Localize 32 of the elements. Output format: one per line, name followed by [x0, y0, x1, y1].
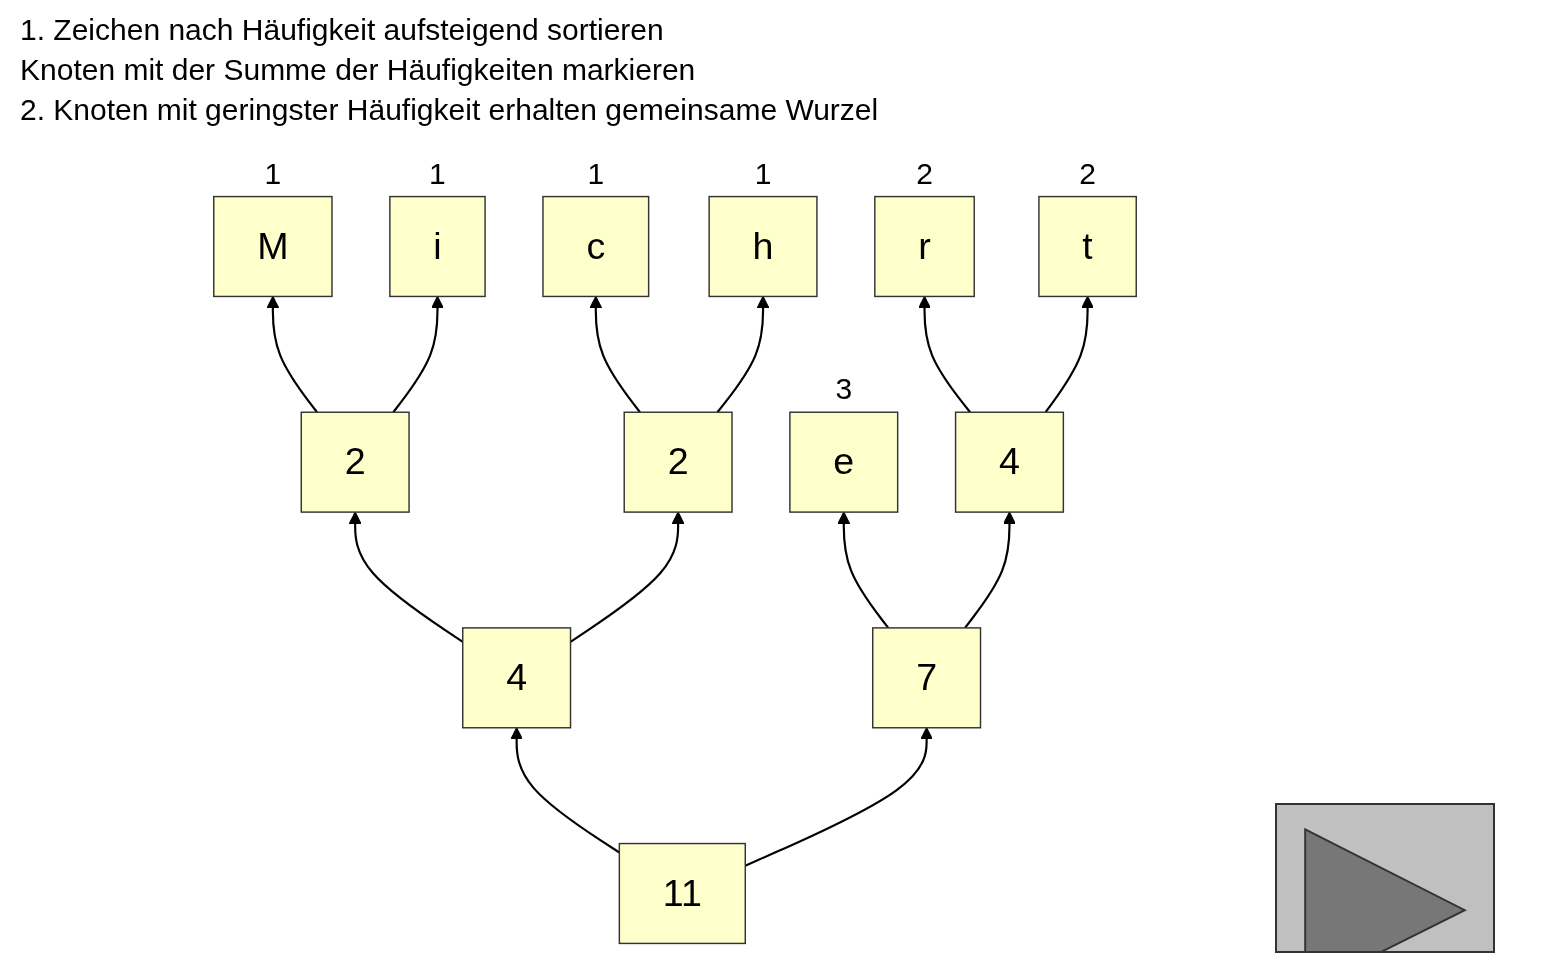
- node-box: e: [789, 411, 899, 513]
- frequency-label: 2: [1079, 156, 1096, 191]
- node-box: 4: [954, 411, 1065, 513]
- frequency-label: 1: [587, 156, 605, 191]
- node-box: 2: [623, 411, 733, 513]
- node-box: r: [874, 195, 975, 298]
- frequency-label: 3: [835, 372, 853, 407]
- arrow: [716, 295, 770, 413]
- instruction-text: 2. Knoten mit geringster Häufigkeit erhalten gemeinsame Wurzel: [20, 92, 880, 128]
- node-box: t: [1038, 195, 1137, 298]
- arrow: [964, 511, 1016, 629]
- frequency-label: 1: [754, 156, 772, 191]
- frequency-label: 2: [916, 156, 933, 191]
- frequency-label: 1: [264, 156, 282, 191]
- arrow: [266, 295, 318, 413]
- node-box: 4: [462, 627, 572, 729]
- node-box: 7: [872, 627, 982, 729]
- arrow: [589, 295, 641, 413]
- arrow: [392, 295, 444, 413]
- node-box: M: [213, 195, 333, 298]
- instruction-text: Knoten mit der Summe der Häufigkeiten markieren: [20, 52, 697, 88]
- node-box: 11: [618, 842, 746, 945]
- node-box: h: [708, 195, 818, 298]
- arrow: [837, 511, 890, 629]
- arrow: [918, 295, 971, 413]
- node-box: i: [389, 195, 486, 298]
- node-box: c: [542, 195, 650, 298]
- node-box: 2: [300, 411, 410, 513]
- arrow: [510, 727, 620, 854]
- frequency-label: 1: [429, 156, 446, 191]
- instruction-text: 1. Zeichen nach Häufigkeit aufsteigend sortieren: [20, 12, 665, 48]
- arrow: [1044, 295, 1094, 413]
